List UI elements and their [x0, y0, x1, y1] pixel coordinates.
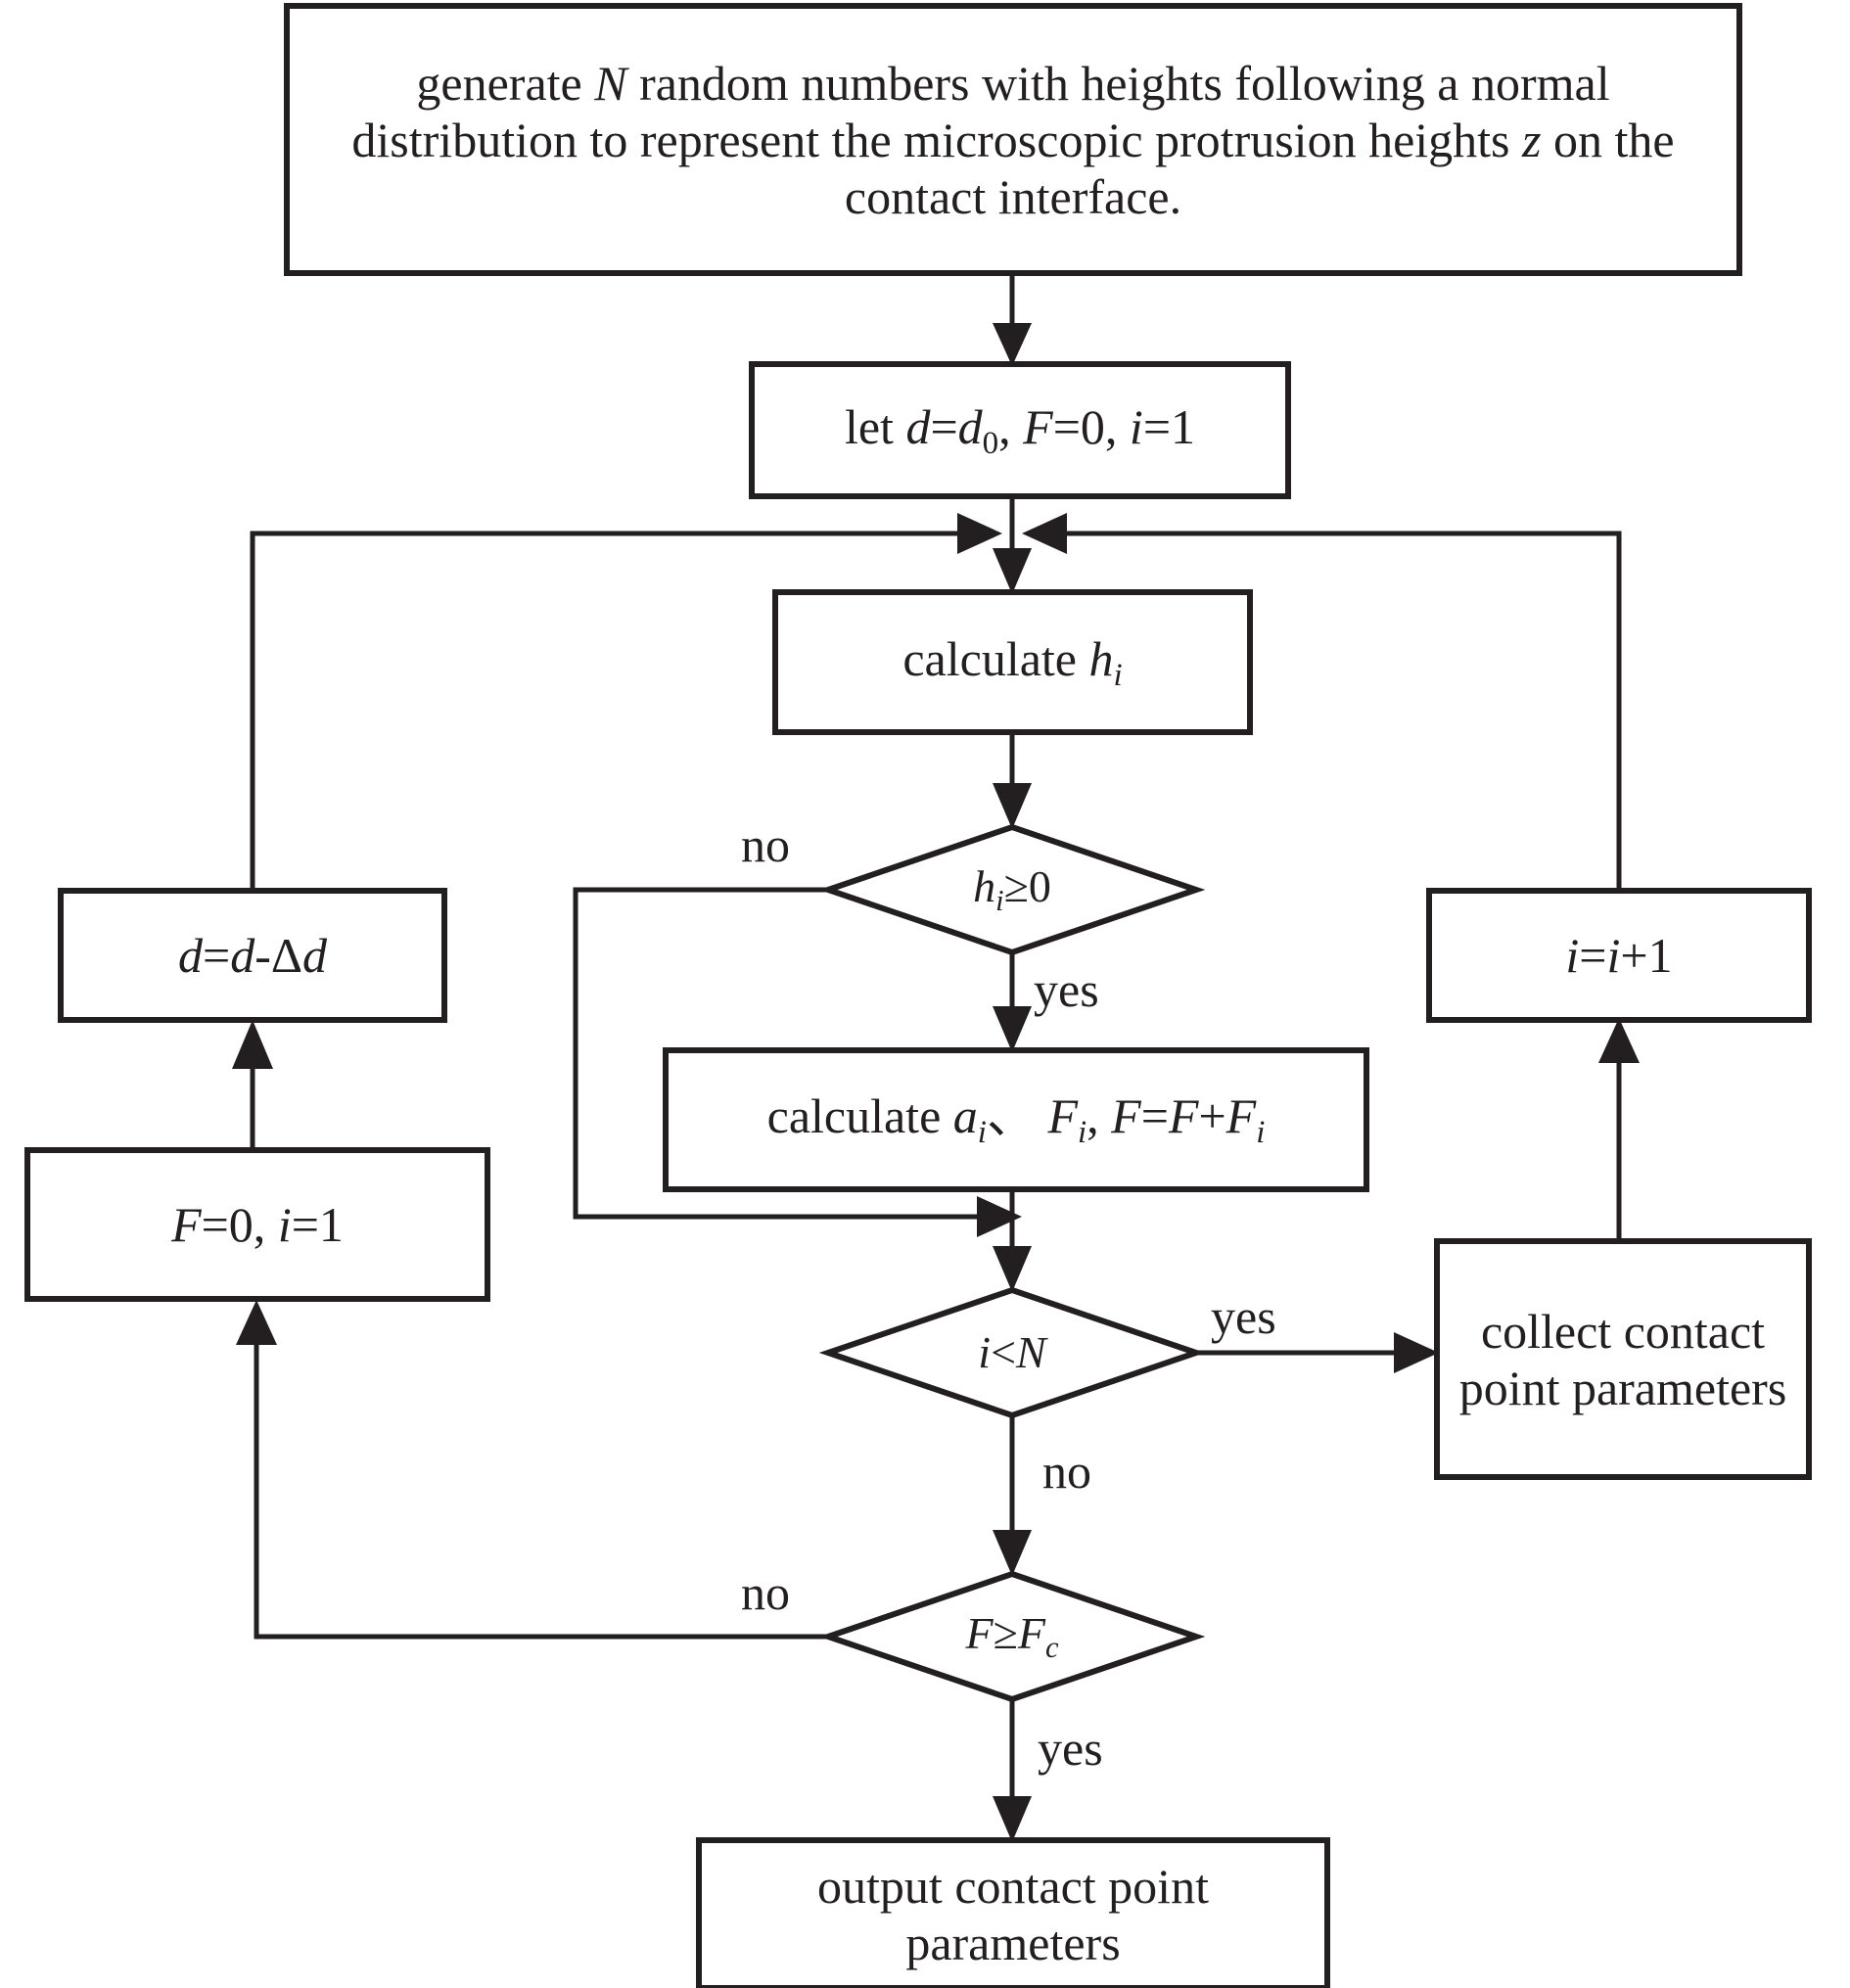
- edge-label-checkh-yes: yes: [1034, 962, 1099, 1017]
- arrowhead-checkf-yes: [993, 1796, 1032, 1842]
- arrowhead-checkh-no: [977, 1196, 1022, 1237]
- edge-right-feedback-bus: [1060, 531, 1622, 891]
- node-incr-i-shape[interactable]: [1426, 888, 1812, 1023]
- node-check-i-shape[interactable]: [818, 1286, 1206, 1419]
- node-init-shape[interactable]: [749, 361, 1291, 499]
- node-output-shape[interactable]: [696, 1837, 1330, 1988]
- node-check-h-shape[interactable]: [818, 823, 1206, 956]
- node-collect-shape[interactable]: [1434, 1238, 1812, 1480]
- node-calc-h-shape[interactable]: [772, 589, 1253, 735]
- arrowhead-checkh-yes: [993, 1006, 1032, 1052]
- arrowhead-generate-to-init: [993, 323, 1032, 366]
- edge-label-checkh-no: no: [741, 817, 790, 872]
- node-decrement-d-shape[interactable]: [58, 888, 447, 1023]
- arrowhead-checki-no: [993, 1530, 1032, 1576]
- arrowhead-calcaf-to-checki: [993, 1246, 1032, 1292]
- edge-checkh-no: [573, 887, 989, 1220]
- edge-label-checki-no: no: [1042, 1444, 1091, 1499]
- edge-left-feedback-bus: [250, 531, 964, 891]
- edge-label-checkf-yes: yes: [1038, 1721, 1103, 1776]
- arrowhead-calch-to-checkh: [993, 783, 1032, 829]
- arrowhead-collect-to-incri: [1598, 1018, 1640, 1063]
- node-check-f-shape[interactable]: [818, 1570, 1206, 1703]
- edge-checkf-no: [254, 1327, 828, 1640]
- arrowhead-right-feedback: [1022, 513, 1067, 554]
- arrowhead-checki-yes: [1394, 1332, 1439, 1373]
- arrowhead-init-to-calch: [993, 548, 1032, 594]
- edge-label-checki-yes: yes: [1211, 1289, 1276, 1344]
- node-generate-shape[interactable]: [284, 3, 1742, 276]
- node-calc-a-f-shape[interactable]: [663, 1047, 1369, 1192]
- arrowhead-checkf-no: [236, 1300, 277, 1345]
- arrowhead-reset-to-decrementd: [232, 1020, 273, 1069]
- node-reset-shape[interactable]: [24, 1147, 490, 1302]
- edge-label-checkf-no: no: [741, 1565, 790, 1620]
- arrowhead-left-feedback: [957, 513, 1002, 554]
